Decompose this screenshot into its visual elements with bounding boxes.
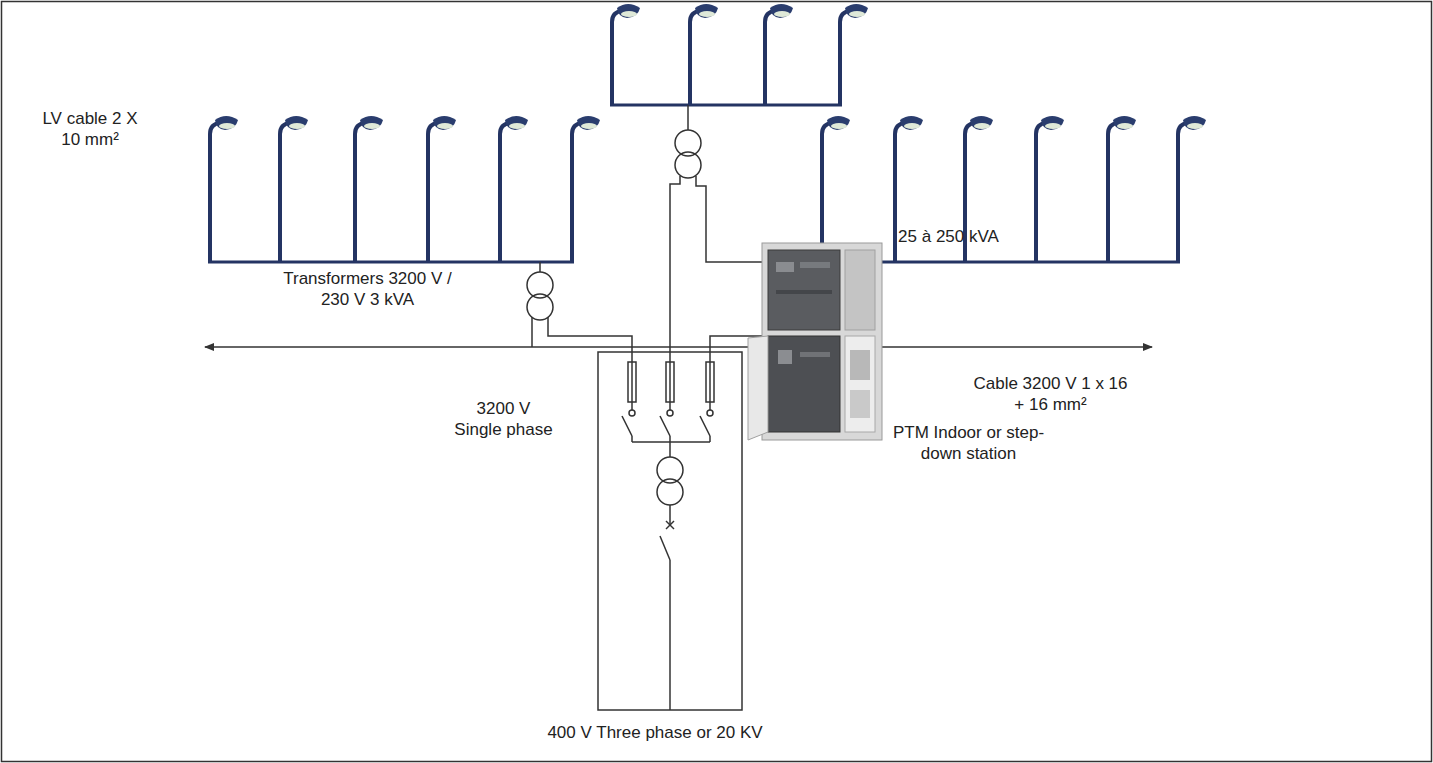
- lamp-heads: [210, 116, 600, 144]
- station-schematic: [598, 352, 742, 710]
- cabinet-photo: [748, 243, 882, 440]
- transformer-label: Transformers 3200 V / 230 V 3 kVA: [280, 268, 455, 310]
- lamp-group: [610, 28, 842, 105]
- lamp-heads: [612, 4, 868, 32]
- lamp-heads: [822, 116, 1206, 144]
- cable-label: Cable 3200 V 1 x 16 + 16 mm²: [968, 373, 1133, 415]
- power-label: 25 à 250 kVA: [886, 226, 1011, 247]
- cable-label: LV cable 2 X 10 mm²: [35, 108, 145, 150]
- wiring: [205, 105, 1152, 362]
- station-label: PTM Indoor or step-down station: [886, 422, 1051, 464]
- supply-label: 400 V Three phase or 20 KV: [495, 722, 815, 743]
- transformer-symbol: [527, 130, 870, 320]
- lamp-group: [208, 140, 574, 262]
- voltage-label: 3200 V Single phase: [452, 398, 555, 440]
